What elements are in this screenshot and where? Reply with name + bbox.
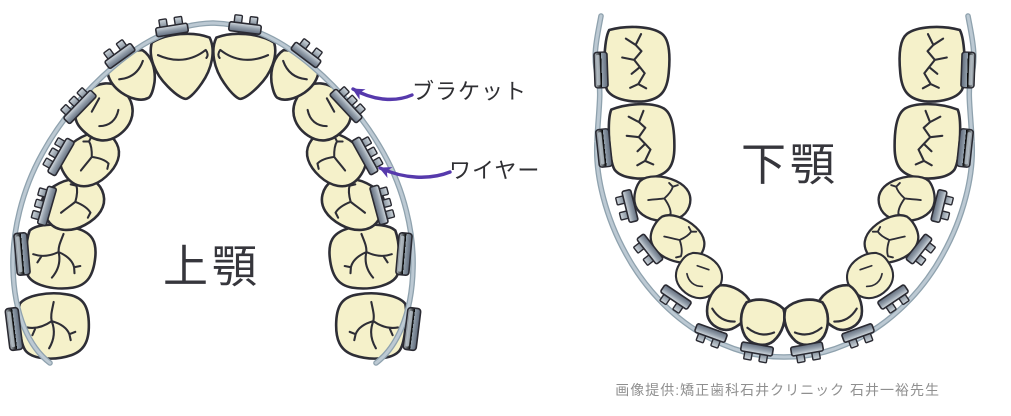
annotations: ブラケット ワイヤー [351,79,540,183]
tooth-central-incisor [208,30,278,103]
tooth-molar [325,220,404,294]
credit-text: 画像提供:矯正歯科石井クリニック 石井一裕先生 [615,382,940,398]
tooth-molar [891,101,963,182]
tooth-central-incisor [735,295,789,350]
bracket [227,13,264,36]
molar-band [593,51,609,89]
tooth-molar [606,101,678,182]
lower-jaw-diagram: 下顎 [592,13,977,365]
bracket-pointer-arrow [351,87,414,102]
tooth-molar [333,290,409,362]
bracket [789,340,826,365]
upper-jaw-diagram: 上顎 [4,13,422,366]
wire-label: ワイヤー [449,158,540,183]
wire-pointer-arrow [378,166,452,179]
upper-jaw-label: 上顎 [163,241,261,292]
tooth-central-incisor [780,295,834,350]
bracket-label: ブラケット [412,79,527,104]
tooth-molar [16,290,92,362]
tooth-molar [21,220,100,294]
tooth-molar [601,24,672,104]
lower-jaw-label: 下顎 [741,139,839,190]
tooth-central-incisor [148,30,218,103]
tooth-molar [897,24,968,104]
molar-band [960,51,976,89]
molar-band [394,231,414,277]
molar-band [12,231,32,277]
